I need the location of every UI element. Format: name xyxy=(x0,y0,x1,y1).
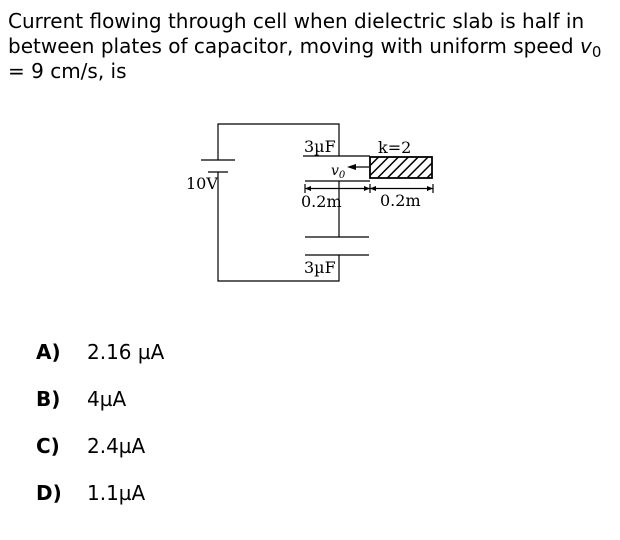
capacitor-top-label: 3µF xyxy=(304,137,336,156)
dielectric-slab xyxy=(369,156,433,179)
wire-left-top xyxy=(217,123,340,160)
option-b[interactable]: B) 4µA xyxy=(36,386,126,412)
slab-dielectric-label: k=2 xyxy=(378,138,411,157)
length-label-right: 0.2m xyxy=(380,191,421,210)
length-label-left: 0.2m xyxy=(301,192,342,211)
option-b-letter: B) xyxy=(36,387,61,411)
capacitor-bottom-label: 3µF xyxy=(304,258,336,277)
dimension-arrow-3 xyxy=(370,186,376,191)
option-d[interactable]: D) 1.1µA xyxy=(36,480,145,506)
option-a-value: 2.16 µA xyxy=(87,340,165,364)
option-a-letter: A) xyxy=(36,340,61,364)
option-b-value: 4µA xyxy=(87,387,127,411)
wire-left-bottom xyxy=(217,172,340,282)
option-d-value: 1.1µA xyxy=(87,481,146,505)
option-c-value: 2.4µA xyxy=(87,434,146,458)
velocity-subscript: 0 xyxy=(339,170,346,181)
question-text-after: = 9 cm/s, is xyxy=(8,59,127,83)
velocity-label: v0 xyxy=(331,163,346,181)
question-text: Current flowing through cell when dielec… xyxy=(8,9,608,84)
velocity-symbol: v xyxy=(331,163,339,179)
option-c[interactable]: C) 2.4µA xyxy=(36,433,145,459)
dimension-arrow-1 xyxy=(305,186,311,191)
dimension-arrow-2 xyxy=(364,186,370,191)
option-a[interactable]: A) 2.16 µA xyxy=(36,339,164,365)
circuit-diagram: 10V 3µF k=2 v0 0.2m 0.2m 3µF xyxy=(186,123,434,282)
battery-label: 10V xyxy=(186,174,218,193)
option-c-letter: C) xyxy=(36,434,60,458)
dimension-arrow-4 xyxy=(427,186,433,191)
speed-variable-subscript: 0 xyxy=(591,43,602,61)
velocity-arrow-head xyxy=(347,164,356,170)
question-text-before: Current flowing through cell when dielec… xyxy=(8,9,585,58)
option-d-letter: D) xyxy=(36,481,62,505)
speed-variable: v xyxy=(579,34,592,58)
